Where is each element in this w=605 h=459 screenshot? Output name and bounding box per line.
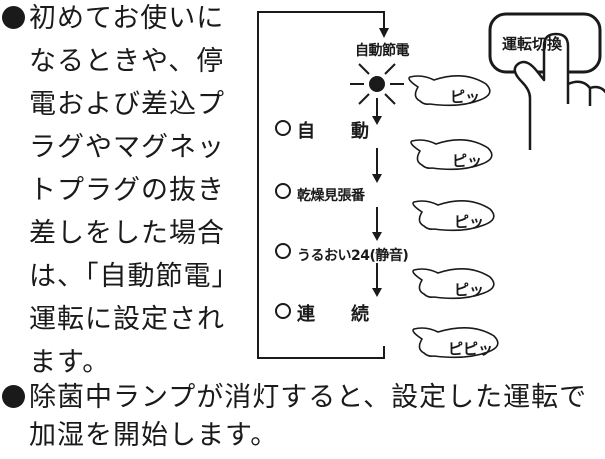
- note-line-text: 除菌中ランプが消灯すると、設定した運転で: [29, 382, 588, 413]
- beep-text: ピッ: [450, 88, 480, 106]
- beep-text: ピピッ: [448, 340, 493, 358]
- mode-ring-icon: [275, 303, 291, 319]
- mode-ring-icon: [275, 120, 291, 136]
- mode-label-text: 自 動: [297, 121, 369, 142]
- intro-line: 電および差込プ: [29, 89, 225, 120]
- intro-line-text: 初めてお使いに: [29, 3, 225, 34]
- bullet-icon: [2, 385, 25, 408]
- intro-line: 運転に設定され: [29, 304, 225, 335]
- mode-label-dry-watch: 乾燥見張番: [275, 183, 365, 207]
- arrow-down-icon: [379, 28, 389, 38]
- intro-line: なるときや、停: [29, 46, 225, 77]
- arrow-head-icon: [372, 288, 382, 297]
- bullet-icon: [2, 6, 25, 29]
- mode-ring-icon: [275, 183, 291, 199]
- note-line: 除菌中ランプが消灯すると、設定した運転で: [0, 381, 587, 415]
- intro-line: トプラグの抜き: [29, 175, 225, 206]
- arrow-head-icon: [372, 174, 382, 183]
- beep-bubble: [412, 200, 495, 232]
- mode-label-auto: 自 動: [275, 120, 369, 143]
- mode-label-text: うるおい24(静音): [297, 248, 409, 264]
- intro-line: 初めてお使いに: [0, 2, 224, 36]
- hand-press-icon: [513, 32, 605, 150]
- beep-text: ピッ: [452, 152, 482, 170]
- beep-bubble: [412, 327, 499, 359]
- arrow-head-icon: [372, 232, 382, 241]
- mode-label-continuous: 連 続: [275, 303, 369, 326]
- lamp-blink-icon: [369, 76, 385, 92]
- mode-label-text: 乾燥見張番: [297, 188, 365, 204]
- beep-text: ピッ: [454, 281, 484, 299]
- loop-frame: [257, 11, 385, 359]
- mode-label-auto-eco: 自動節電: [355, 43, 410, 59]
- arrow-head-icon: [372, 116, 382, 125]
- intro-line: は、「自動節電」: [29, 261, 240, 292]
- beep-text: ピッ: [454, 213, 484, 231]
- mode-label-text: 連 続: [297, 304, 369, 325]
- mode-switch-button-label: 運転切換: [502, 35, 563, 53]
- mode-ring-icon: [275, 243, 291, 259]
- intro-line: ます。: [29, 347, 111, 378]
- mode-label-moist24: うるおい24(静音): [275, 243, 409, 267]
- note-line: 加湿を開始します。: [29, 420, 279, 451]
- blink-rays-icon: [350, 63, 404, 105]
- intro-line: 差しをした場合: [29, 218, 225, 249]
- beep-bubble: [408, 75, 491, 107]
- intro-line: ラグやマグネッ: [29, 132, 225, 163]
- beep-bubble: [410, 139, 493, 171]
- beep-bubble: [412, 268, 495, 300]
